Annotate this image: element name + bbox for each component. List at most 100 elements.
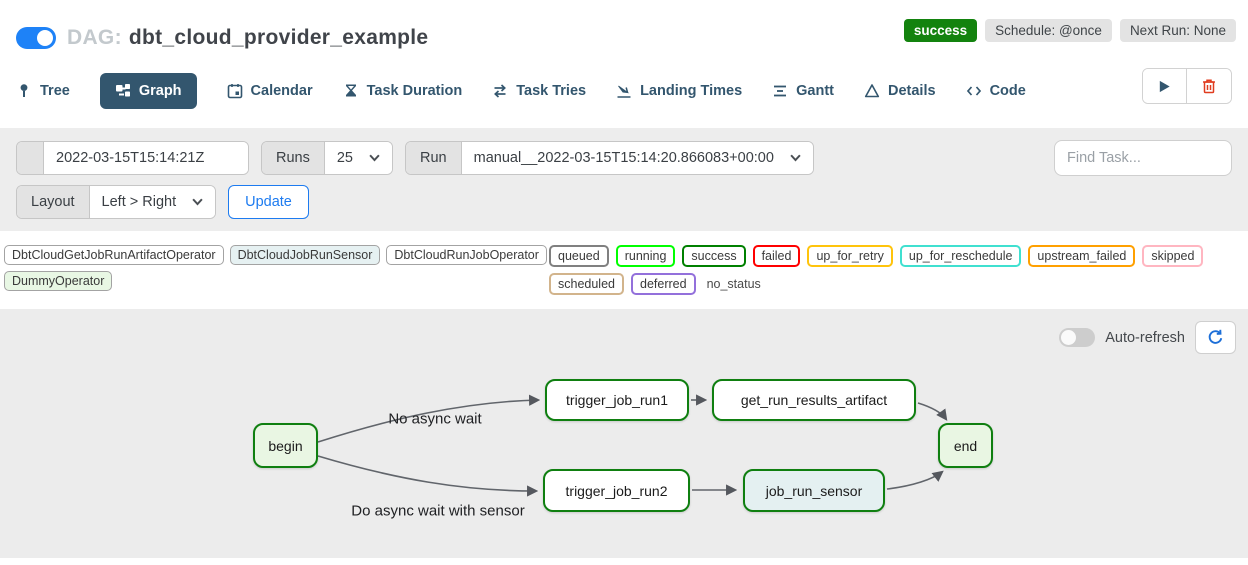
tab-code[interactable]: Code (966, 83, 1026, 99)
tab-tree[interactable]: Tree (16, 83, 70, 99)
tree-icon (16, 83, 32, 99)
layout-select-value: Left > Right (101, 194, 177, 210)
tab-label: Details (888, 83, 936, 99)
tab-task-duration[interactable]: Task Duration (343, 83, 463, 99)
run-group: Run manual__2022-03-15T15:14:20.866083+0… (405, 141, 814, 175)
runs-group: Runs 25 (261, 141, 393, 175)
task-node-job_run_sensor[interactable]: job_run_sensor (743, 469, 885, 512)
task-node-trigger_job_run2[interactable]: trigger_job_run2 (543, 469, 690, 512)
auto-refresh-label: Auto-refresh (1105, 329, 1185, 346)
status-badge-up_for_retry: up_for_retry (807, 245, 893, 267)
task-node-get_run_results_artifact[interactable]: get_run_results_artifact (712, 379, 916, 421)
tab-label: Task Duration (366, 83, 463, 99)
edge-begin-trigger_job_run1 (317, 394, 541, 443)
toggle-knob (1061, 330, 1077, 345)
layout-select[interactable]: Left > Right (89, 186, 216, 218)
status-legend: queued running success failed up_for_retry up… (549, 245, 1244, 295)
auto-refresh-control: Auto-refresh (1059, 321, 1236, 354)
details-icon (864, 83, 880, 99)
header: DAG: dbt_cloud_provider_example success … (0, 0, 1248, 50)
edge-begin-trigger_job_run2 (317, 455, 539, 497)
tab-graph[interactable]: Graph (99, 73, 197, 109)
task-node-end[interactable]: end (938, 423, 993, 468)
status-badge-success: success (682, 245, 746, 267)
run-select-value: manual__2022-03-15T15:14:20.866083+00:00 (473, 150, 774, 166)
chevron-down-icon (192, 198, 203, 206)
operator-badge-dbtcloudrunjoboperator: DbtCloudRunJobOperator (386, 245, 547, 265)
update-button[interactable]: Update (228, 185, 309, 219)
status-badge-skipped: skipped (1142, 245, 1204, 267)
play-icon (1157, 79, 1172, 94)
delete-dag-button[interactable] (1186, 69, 1231, 103)
dag-edges (317, 394, 948, 497)
runs-label: Runs (262, 142, 325, 174)
base-date-input[interactable] (44, 142, 248, 174)
refresh-button[interactable] (1195, 321, 1236, 354)
chevron-down-icon (369, 154, 380, 162)
graph-panel: Auto-refresh begin trigger_job_run1 get_ru… (0, 309, 1248, 558)
task-node-begin[interactable]: begin (253, 423, 318, 468)
status-badge-failed: failed (752, 245, 801, 267)
tab-gantt[interactable]: Gantt (772, 83, 834, 99)
run-select[interactable]: manual__2022-03-15T15:14:20.866083+00:00 (461, 142, 813, 174)
status-badge-queued: queued (549, 245, 609, 267)
tab-label: Code (989, 83, 1026, 99)
edge-job_run_sensor-end (886, 470, 944, 490)
calendar-icon (227, 83, 243, 99)
tab-landing-times[interactable]: Landing Times (616, 83, 742, 99)
tab-label: Graph (138, 83, 182, 99)
edge-label-async-sensor: Do async wait with sensor (351, 502, 525, 520)
schedule-badge: Schedule: @once (985, 19, 1112, 42)
tab-label: Gantt (796, 83, 834, 99)
status-badge-running: running (615, 245, 676, 267)
run-label: Run (406, 142, 462, 174)
runs-select[interactable]: 25 (324, 142, 392, 174)
status-badge: success (903, 19, 978, 42)
status-badge-no_status: no_status (706, 277, 761, 291)
trash-icon (1201, 78, 1217, 94)
status-badge-up_for_reschedule: up_for_reschedule (899, 245, 1022, 267)
graph-icon (115, 83, 131, 99)
page-title: dbt_cloud_provider_example (128, 26, 429, 49)
dag-action-buttons (1142, 68, 1232, 104)
operator-badge-dummyoperator: DummyOperator (4, 271, 113, 291)
find-task-input[interactable] (1054, 140, 1232, 176)
code-icon (966, 83, 982, 99)
base-date-group (16, 141, 249, 175)
dag-prefix-label: DAG: (67, 26, 122, 49)
tab-label: Task Tries (516, 83, 587, 99)
operator-badge-dbtcloudjobrunsensor: DbtCloudJobRunSensor (229, 245, 381, 265)
status-badge-scheduled: scheduled (549, 273, 624, 295)
tab-details[interactable]: Details (864, 83, 936, 99)
landing-icon (616, 83, 632, 99)
chevron-down-icon (790, 154, 801, 162)
status-badge-deferred: deferred (631, 273, 696, 295)
hourglass-icon (343, 83, 359, 99)
tab-label: Landing Times (640, 83, 743, 99)
tab-task-tries[interactable]: Task Tries (492, 83, 586, 99)
trigger-dag-button[interactable] (1143, 69, 1186, 103)
tab-label: Calendar (250, 83, 313, 99)
filter-bar: Runs 25 Run manual__2022-03-15T15:14:20.… (0, 128, 1248, 231)
layout-label: Layout (17, 186, 90, 218)
edge-get_run_results_artifact-end (917, 402, 948, 421)
view-tabs: Tree Graph Calendar Task Duration Task Tries… (16, 73, 1026, 109)
status-badge-upstream_failed: upstream_failed (1028, 245, 1136, 267)
runs-select-value: 25 (336, 150, 353, 166)
toggle-knob (37, 30, 53, 46)
calendar-picker-button[interactable] (17, 142, 44, 174)
tab-calendar[interactable]: Calendar (227, 83, 313, 99)
auto-refresh-toggle[interactable] (1059, 328, 1096, 347)
refresh-icon (1207, 329, 1224, 346)
repeat-icon (492, 83, 508, 99)
header-badges: success Schedule: @once Next Run: None (903, 19, 1236, 42)
dag-pause-toggle[interactable] (16, 27, 56, 49)
tab-label: Tree (40, 83, 70, 99)
tab-bar: Tree Graph Calendar Task Duration Task Tries… (0, 68, 1248, 112)
edge-label-no-async: No async wait (388, 410, 482, 428)
layout-group: Layout Left > Right (16, 185, 217, 219)
gantt-icon (772, 83, 788, 99)
task-node-trigger_job_run1[interactable]: trigger_job_run1 (545, 379, 689, 421)
